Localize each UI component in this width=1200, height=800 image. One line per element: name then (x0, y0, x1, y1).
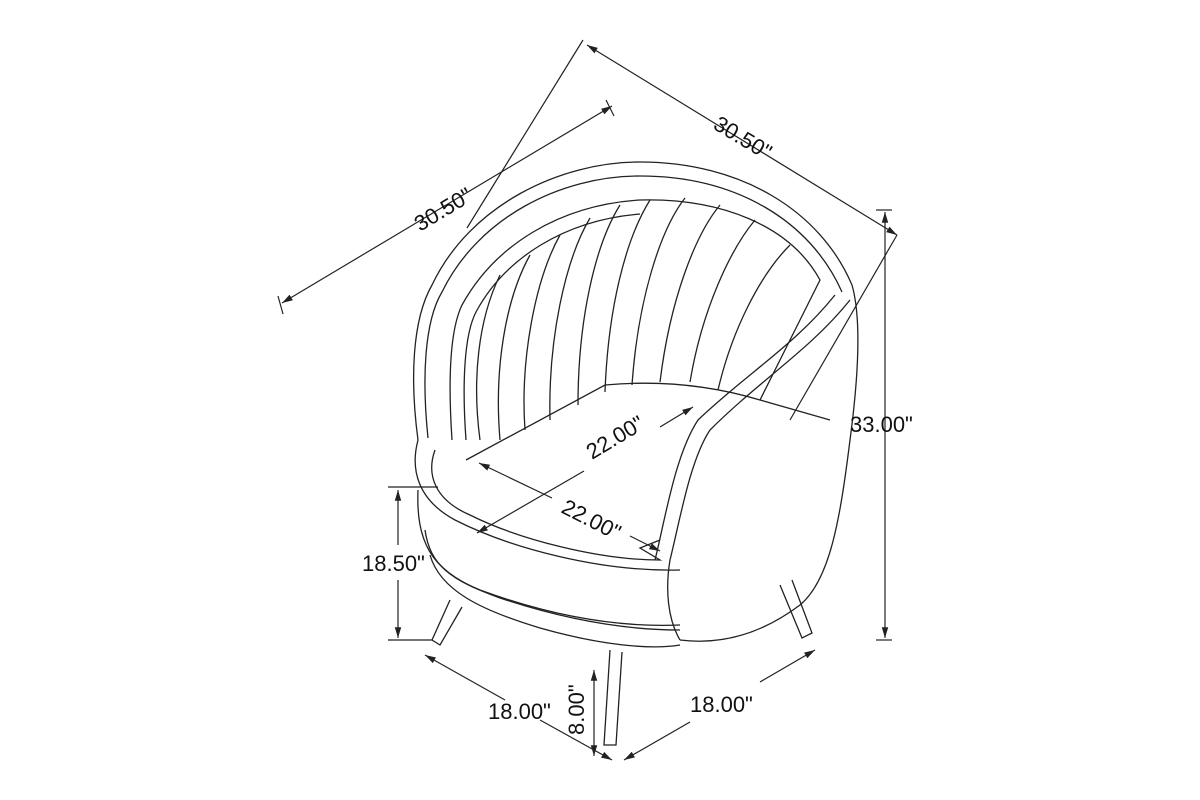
dim-base-right-label: 18.00" (690, 692, 753, 717)
dim-seat-width-label: 22.00" (582, 410, 649, 464)
dim-base-left-label: 18.00" (488, 699, 551, 724)
dim-height-total-label: 33.00" (850, 412, 913, 437)
dim-seat-height-label: 18.50" (362, 551, 425, 576)
dim-seat-depth-label: 22.00" (558, 494, 625, 545)
dim-leg-height-label: 8.00" (564, 684, 589, 735)
dimension-lines (277, 39, 898, 761)
chair-outline (413, 161, 859, 746)
back-channels (475, 197, 791, 441)
dim-width-left-label: 30.50" (410, 182, 477, 236)
dim-depth-top-label: 30.50" (709, 111, 776, 165)
